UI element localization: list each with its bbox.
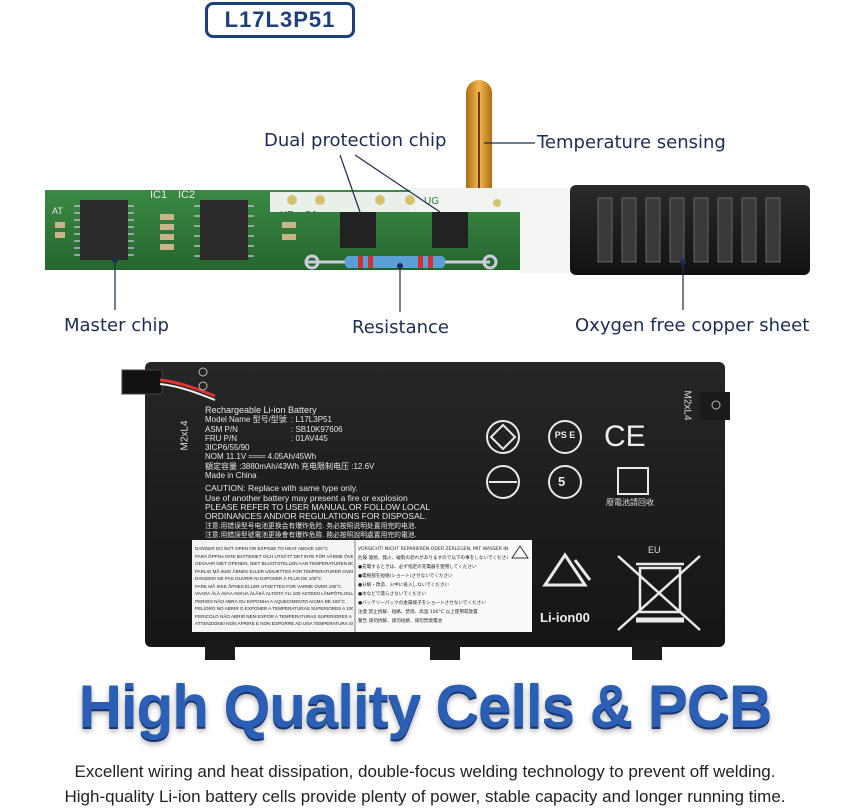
product-illustration: IC1 IC2 UP Q1 AT UG (45, 80, 810, 660)
label-made-in: Made in China (205, 471, 257, 481)
pcb-q1-label: Q1 (304, 210, 318, 221)
crossed-bin-icon (617, 555, 701, 631)
warning-line: PERICOLO NÃO ABRIR NEM EXPOR A TEMPERATU… (195, 613, 353, 619)
warnings-right: VORSICHT! NICHT REPARIEREN ODER ZERLEGEN… (358, 545, 508, 626)
cert-five-mark: 5 (558, 474, 566, 489)
battery-label-title: Rechargeable Li-ion Battery (205, 405, 317, 415)
warning-line: FARE MÅ IKKE ÅPNES ELLER UTSETTES FOR VA… (195, 583, 342, 589)
label-nominal: NOM 11.1V ═══ 4.05Ah/45Wh (205, 452, 317, 462)
pcb-up-label: UP (280, 210, 294, 221)
temperature-sensor-flex (466, 80, 492, 200)
battery-label: Rechargeable Li-ion Battery Model Name 型… (205, 405, 445, 540)
warning-line: VAARA ÄLÄ AVAA AKKUA ÄLÄKÄ ALTISTA YLI 1… (195, 591, 353, 596)
pcb-at-label: AT (52, 206, 63, 216)
callout-dual-protection-chip: Dual protection chip (264, 130, 447, 151)
label-cells: 3ICP6/55/90 (205, 443, 250, 453)
warnings-left: DANGER DO NOT OPEN OR EXPOSE TO HEAT ABO… (195, 545, 353, 628)
warning-line: PELIGRO NO ABRIR O EXPONER A TEMPERATURA… (195, 606, 353, 611)
label-key: FRU P/N (205, 433, 237, 443)
pcb-ic2-label: IC2 (178, 189, 195, 201)
screw-marking-right: M2xL4 (681, 390, 693, 421)
ic2-chip (200, 200, 248, 260)
warning-line: 注意 禁止拆解、短路、焚烧、高温 100°C 以上使用或放置 (358, 610, 478, 615)
warning-line: FARA ÖPPNA INTE BATTERIET OCH UTSÄTT DET… (195, 553, 353, 559)
label-caution: ORDINANCES AND/OR REGULATIONS FOR DISPOS… (205, 511, 427, 522)
warning-line: ATTENZIONE! NON APRIRE E NON ESPORRE AD … (195, 621, 353, 626)
warning-line: ●分解・改造、火中に投入しないでください (358, 583, 450, 588)
protection-chip (340, 212, 468, 248)
pcb-ug-label: UG (424, 196, 439, 207)
warning-triangle-icon (511, 545, 529, 559)
warning-line: DANGER DO NOT OPEN OR EXPOSE TO HEAT ABO… (195, 546, 328, 551)
screw-marking-left: M2xL4 (179, 420, 191, 451)
label-value: : L17L3P51 (291, 415, 332, 425)
recycle-chinese-text: 廢電池請回收 (606, 498, 654, 507)
warning-line: ●バッテリーパックの金属端子をショートさせないでください (358, 601, 486, 606)
callout-temperature-sensing: Temperature sensing (537, 132, 726, 153)
warning-line: 警告 請勿拆解、請勿短路、請勿焚燒電池 (358, 619, 443, 624)
label-caution: PLEASE REFER TO USER MANUAL OR FOLLOW LO… (205, 501, 431, 512)
pse-mark: PS E (554, 430, 576, 440)
label-key: Model Name 型号/型號 (205, 415, 287, 425)
recycle-square-icon (617, 467, 649, 495)
recycle-icon (542, 552, 592, 587)
headline: High Quality Cells & PCB (78, 673, 773, 740)
label-caution: 注意:用错误型号电池更换会有爆炸危险. 务必按照说明处置用完的电池. (205, 522, 417, 530)
cert-ring-icon (486, 465, 520, 499)
callout-copper-sheet: Oxygen free copper sheet (575, 315, 810, 336)
label-rated: 額定容量 :3880mAh/43Wh 充电限制电压 :12.6V (205, 461, 375, 471)
warning-line: ●充電するときは、必ず指定の充電器を使用してください (358, 565, 477, 570)
warning-line: FARLIG MÅ IKKE ÅBNES ELLER UDSÆTTES FOR … (195, 568, 353, 574)
label-caution: CAUTION: Replace with same type only. (205, 483, 358, 494)
warning-line: ●電極部を短絡(ショート)させないでください (358, 574, 453, 579)
warning-line: ●水などで濡らさないでください (358, 592, 427, 597)
warning-line: PERIGO NÃO ABRA OU EXPONHA A AQUECIMENTO… (195, 598, 346, 604)
warning-line: VORSICHT! NICHT REPARIEREN ODER ZERLEGEN… (358, 547, 508, 552)
description-line-1: Excellent wiring and heat dissipation, d… (74, 762, 776, 781)
liion-mark: Li-ion00 (540, 610, 590, 625)
warning-line: GEVAAR! NIET OPENEN, NIET BLOOTSTELLEN A… (195, 561, 353, 566)
label-caution: Use of another battery may present a fir… (205, 492, 408, 503)
certification-icons (486, 420, 649, 499)
warning-line: DANGER! NE PAS OUVRIR NI EXPOSER À PLUS … (195, 576, 322, 581)
label-caution: 注意:用錯誤型號電池更換會有爆炸危險. 務必按照說明處置用完的電池. (205, 531, 417, 539)
pcb-ic1-label: IC1 (150, 189, 167, 201)
label-key: ASM P/N (205, 424, 238, 434)
resistor (304, 254, 498, 270)
model-badge: L17L3P51 (205, 2, 355, 38)
description-line-2: High-quality Li-ion battery cells provid… (64, 787, 786, 806)
callout-resistance: Resistance (352, 317, 449, 338)
pse-icon (548, 420, 582, 454)
cert-five-icon (548, 465, 582, 499)
label-value: : 01AV445 (291, 433, 328, 443)
callout-master-chip: Master chip (64, 315, 169, 336)
pcb-board (45, 188, 580, 273)
label-value: : SB10K97606 (291, 424, 343, 434)
master-chip (74, 200, 134, 260)
ce-mark: CE (604, 420, 646, 453)
eu-mark: EU (648, 545, 661, 555)
warning-line: 危険 発熱、発火、破裂の恐れがありますので以下の事をしないでください (358, 556, 508, 561)
cert-diamond-icon (486, 420, 520, 454)
copper-terminal (570, 185, 810, 275)
